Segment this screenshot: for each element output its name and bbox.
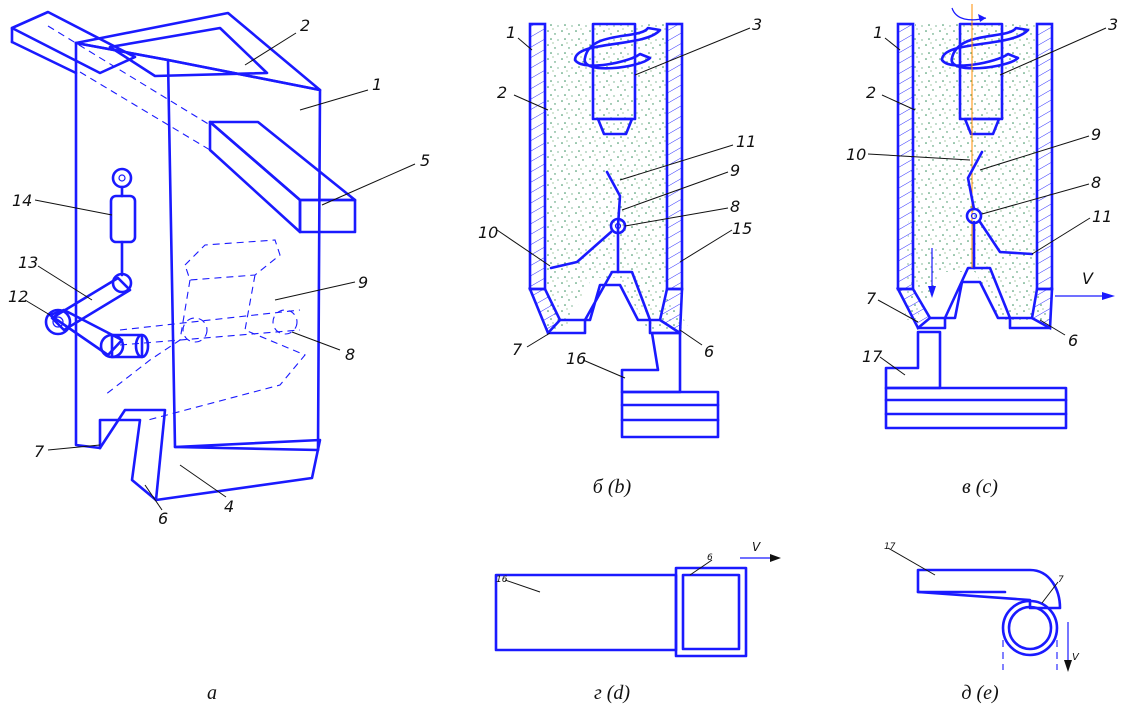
label-a-12: 12 [8,287,28,306]
label-b-8: 8 [730,197,740,216]
label-c-1: 1 [873,23,883,42]
label-b-1: 1 [506,23,516,42]
label-a-14: 14 [12,191,32,210]
caption-e: д (e) [961,682,999,704]
label-c-11: 11 [1092,207,1112,226]
label-c-8: 8 [1091,173,1101,192]
label-d-6: 6 [707,553,713,563]
label-a-9: 9 [358,273,368,292]
velocity-label-c: V [1082,269,1094,288]
label-e-7: 7 [1058,575,1064,585]
label-c-6: 6 [1068,331,1078,350]
label-b-7: 7 [512,340,523,359]
view-c-section [884,4,1115,430]
label-b-16: 16 [566,349,586,368]
label-c-2: 2 [866,83,876,102]
velocity-label-e: V [1072,652,1080,663]
view-d-top [494,554,781,658]
label-a-4: 4 [224,497,234,516]
label-a-5: 5 [420,151,430,170]
label-c-3: 3 [1108,15,1118,34]
label-b-11: 11 [736,132,756,151]
label-a-13: 13 [18,253,38,272]
part-labels-view-a: 2 1 5 14 13 12 9 8 7 6 4 [8,16,430,528]
label-b-10: 10 [478,223,498,242]
label-a-7: 7 [34,442,45,461]
label-e-17: 17 [884,542,896,552]
label-c-10: 10 [846,145,866,164]
label-b-3: 3 [752,15,762,34]
part-labels-view-c: 1 2 3 10 9 8 11 7 6 17 V [846,15,1118,366]
leader-lines [24,27,1107,604]
label-b-6: 6 [704,342,714,361]
part-labels-view-b: 1 2 3 11 9 8 10 15 7 6 16 [478,15,762,368]
label-a-8: 8 [345,345,355,364]
label-a-1: 1 [372,75,382,94]
label-c-17: 17 [862,347,883,366]
view-e-top [916,568,1072,672]
label-a-6: 6 [158,509,168,528]
caption-d: г (d) [594,682,630,704]
view-a-isometric [10,10,357,502]
label-b-15: 15 [732,219,752,238]
label-c-7: 7 [866,289,877,308]
label-b-2: 2 [497,83,507,102]
view-b-section [528,22,720,439]
caption-a: a [207,682,217,704]
view-captions: a б (b) в (c) г (d) д (e) [207,476,999,704]
velocity-label-d: V [752,540,761,554]
part-labels-view-e: 17 7 V [884,542,1080,663]
label-c-9: 9 [1091,125,1101,144]
label-a-2: 2 [300,16,310,35]
caption-b: б (b) [593,476,632,498]
label-d-16: 16 [496,575,508,585]
part-labels-view-d: 16 6 V [496,540,761,585]
caption-c: в (c) [962,476,998,498]
label-b-9: 9 [730,161,740,180]
